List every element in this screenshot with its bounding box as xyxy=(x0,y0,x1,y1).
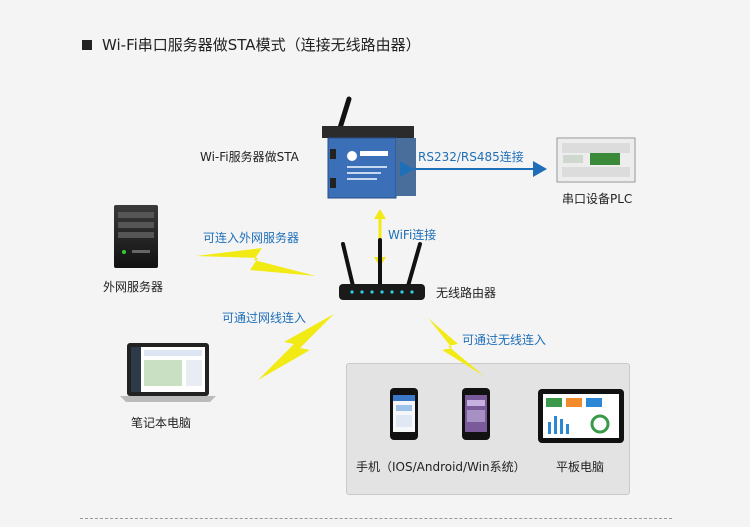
bolt-external-icon xyxy=(196,248,316,276)
serial-link-label: RS232/RS485连接 xyxy=(418,150,524,164)
external-server-icon xyxy=(114,205,158,268)
router-label: 无线路由器 xyxy=(436,286,497,300)
tablet-icon xyxy=(538,389,624,443)
external-server-label: 外网服务器 xyxy=(103,280,164,294)
laptop-link-label: 可通过网线连入 xyxy=(222,311,307,325)
bolt-wireless-icon xyxy=(428,318,484,376)
plc-icon xyxy=(556,137,636,183)
laptop-label: 笔记本电脑 xyxy=(131,416,192,430)
wireless-link-label: 可通过无线连入 xyxy=(462,333,547,347)
wifi-link-label: WiFi连接 xyxy=(388,228,437,242)
diagram-title: Wi-Fi串口服务器做STA模式（连接无线路由器） xyxy=(82,34,421,55)
bullet-square-icon xyxy=(82,39,92,50)
phone-ios-icon xyxy=(390,388,418,440)
laptop-icon xyxy=(120,343,216,402)
tablet-label: 平板电脑 xyxy=(556,460,605,474)
bolt-laptop-icon xyxy=(258,314,334,380)
phone-label: 手机（IOS/Android/Win系统） xyxy=(356,460,526,474)
router-icon xyxy=(339,238,425,300)
external-link-label: 可连入外网服务器 xyxy=(203,231,300,245)
plc-label: 串口设备PLC xyxy=(562,192,633,206)
wifi-serial-server-icon xyxy=(322,96,416,199)
phone-android-icon xyxy=(462,388,490,440)
server-device-label: Wi-Fi服务器做STA xyxy=(200,150,299,164)
bottom-divider xyxy=(80,518,672,519)
diagram-title-text: Wi-Fi串口服务器做STA模式（连接无线路由器） xyxy=(102,36,421,54)
